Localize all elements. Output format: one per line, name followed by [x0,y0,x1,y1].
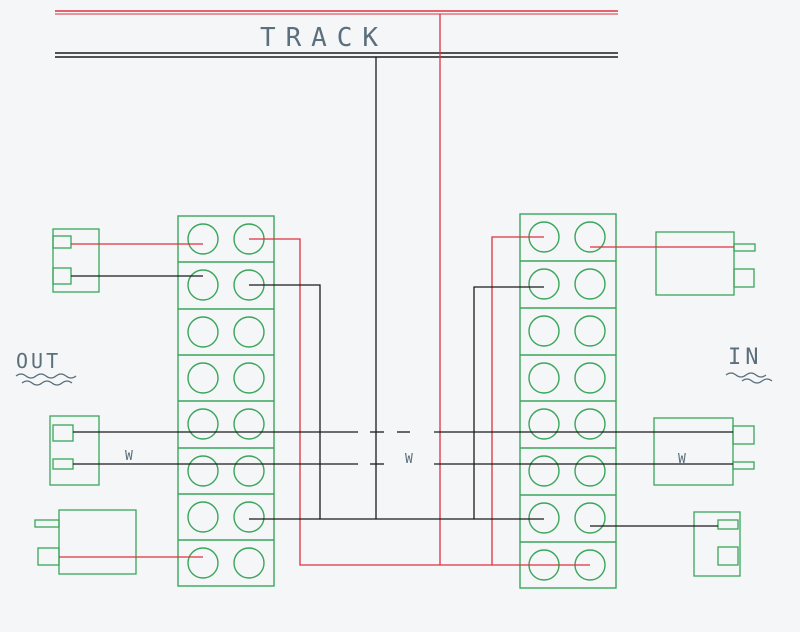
connector-right-top [655,231,756,296]
connector-left-top [52,228,100,293]
connector-left-bottom [34,509,137,575]
out-label: OUT [16,349,61,373]
black-wires [71,57,733,527]
terminal-block-left [177,215,275,587]
wire-mark-right: W [678,452,686,467]
wire-mark-center: W [405,452,413,467]
wavy-underline-icon [725,372,773,384]
connector-right-bottom [693,511,741,577]
wire-mark-left: W [125,449,133,464]
connector-left-middle [49,415,100,486]
connector-right-middle [653,417,755,486]
wavy-underline-icon [15,373,77,386]
track-rails [55,10,618,58]
terminal-block-right [519,213,617,589]
track-label: TRACK [260,23,382,53]
in-label: IN [728,345,763,370]
red-wires [59,14,734,566]
